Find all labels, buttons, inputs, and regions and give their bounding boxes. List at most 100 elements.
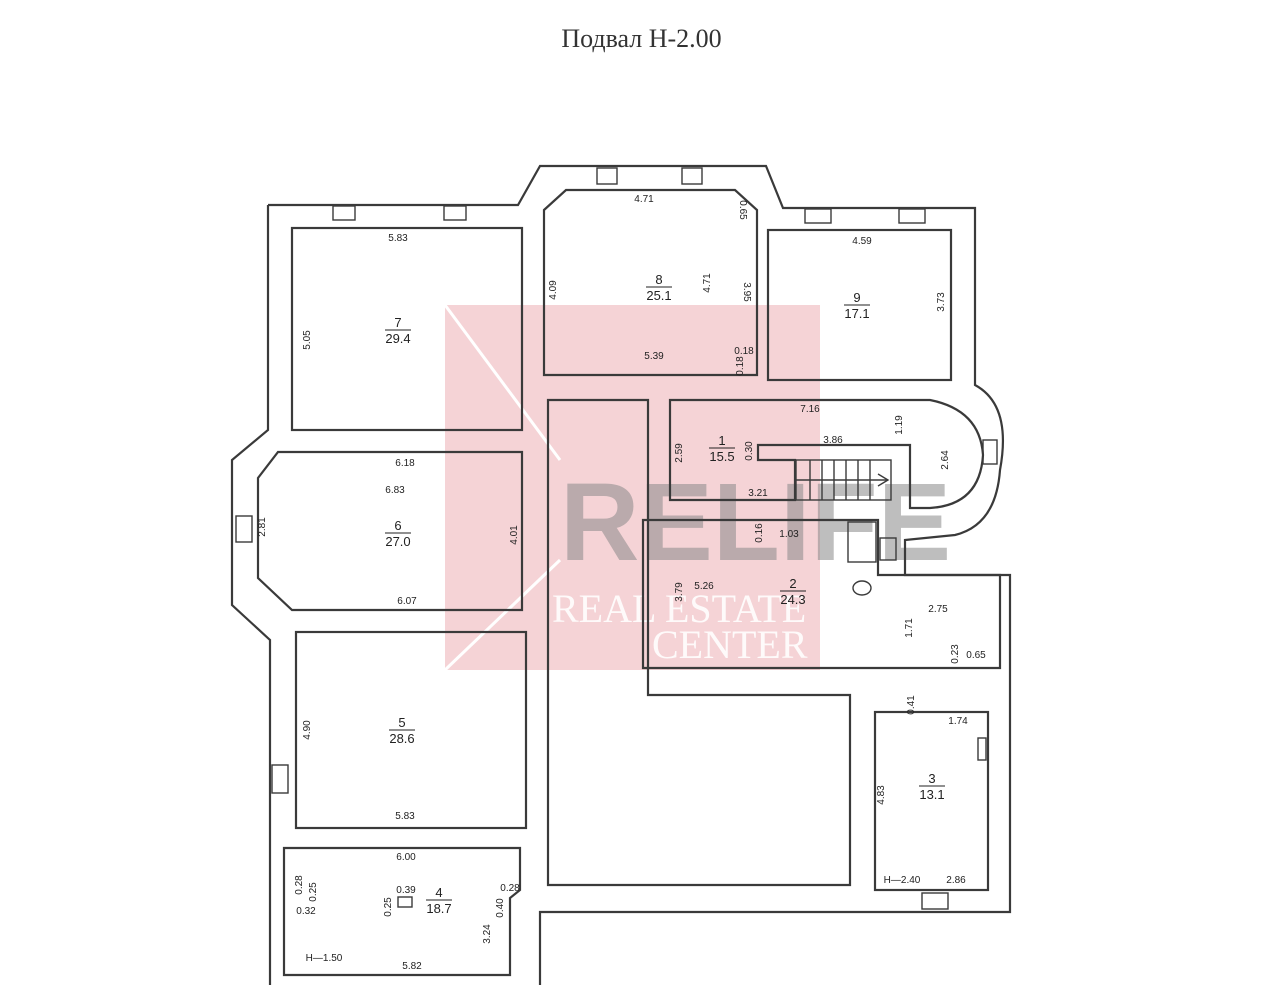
dim-label: 1.71: [904, 618, 915, 638]
dim-label: 5.05: [302, 330, 313, 350]
dim-label: 0.23: [950, 644, 961, 664]
dim-label: 3.21: [748, 488, 768, 499]
outer-wall-left: [230, 205, 272, 985]
dim-label: 5.26: [694, 581, 714, 592]
outer-wall-path: [268, 164, 1012, 985]
dim-label: 2.59: [674, 443, 685, 463]
dim-label: 0.18: [734, 346, 754, 357]
room-2-area: 24.3: [780, 592, 805, 607]
room-3-area: 13.1: [919, 787, 944, 802]
dim-label: 0.25: [308, 882, 319, 902]
dim-label: 6.18: [395, 458, 415, 469]
dim-label: 2.75: [928, 604, 948, 615]
room-7-area: 29.4: [385, 331, 410, 346]
room-8-area: 25.1: [646, 288, 671, 303]
dim-label: 5.39: [644, 351, 664, 362]
room-labels: 7 29.4 8 25.1 9 17.1 6 27.0 1 15.5 2 24.…: [385, 272, 945, 916]
room-6-outline: [256, 450, 524, 612]
dim-label: 4.01: [509, 525, 520, 545]
room-4-number: 4: [435, 885, 442, 900]
dim-label: 0.28: [294, 875, 305, 895]
dimension-labels: 5.83 5.05 4.71 0.65 4.09 4.71 3.95 5.39 …: [257, 194, 986, 972]
window: [271, 764, 289, 794]
toilet-fixture: [852, 580, 872, 596]
watermark-line1: REAL ESTATE: [552, 586, 806, 631]
dim-label: 0.41: [906, 695, 917, 715]
dim-label: 4.09: [548, 280, 559, 300]
room-4-area: 18.7: [426, 901, 451, 916]
window: [982, 439, 998, 465]
dim-label: 6.83: [385, 485, 405, 496]
dim-label: 0.30: [744, 441, 755, 461]
window: [235, 515, 253, 543]
room-5-number: 5: [398, 715, 405, 730]
dim-label: 1.03: [779, 529, 799, 540]
watermark-brand: RELIFE: [560, 461, 951, 584]
room-4-level: Н—1.50: [306, 953, 343, 964]
plan-title: Подвал Н-2.00: [561, 24, 722, 53]
room-3-fixture: [977, 737, 987, 761]
dim-label: 0.65: [966, 650, 986, 661]
room-1-outline: [668, 398, 985, 510]
window: [879, 537, 897, 561]
dim-label: 4.90: [302, 720, 313, 740]
dim-label: 2.81: [257, 517, 268, 537]
window: [921, 892, 949, 910]
dim-label: 0.39: [396, 885, 416, 896]
dim-label: 4.71: [634, 194, 654, 205]
room-1-number: 1: [718, 433, 725, 448]
watermark-line: [443, 558, 562, 672]
dim-label: 6.00: [396, 852, 416, 863]
room-9-number: 9: [853, 290, 860, 305]
dim-label: 3.95: [741, 282, 752, 302]
dim-label: 6.07: [397, 596, 417, 607]
room-7-number: 7: [394, 315, 401, 330]
dim-label: 7.16: [800, 404, 820, 415]
watermark-line2: CENTER: [652, 622, 808, 667]
dim-label: 3.86: [823, 435, 843, 446]
window: [804, 208, 832, 224]
dim-label: 0.40: [495, 898, 506, 918]
hall-outline: [546, 398, 852, 887]
stair-arrow-head: [877, 473, 890, 487]
dim-label: 2.64: [940, 450, 951, 470]
dim-label: 4.59: [852, 236, 872, 247]
dim-label: 4.83: [876, 785, 887, 805]
room-4-outline: [282, 846, 522, 977]
dim-label: 4.71: [702, 273, 713, 293]
dim-label: 2.86: [946, 875, 966, 886]
room-3-level: Н—2.40: [884, 875, 921, 886]
window: [898, 208, 926, 224]
dim-label: 0.32: [296, 906, 316, 917]
window: [681, 167, 703, 185]
dim-label: 3.24: [482, 924, 493, 944]
dim-label: 5.83: [388, 233, 408, 244]
watermark-line: [443, 304, 562, 461]
dim-label: 5.82: [402, 961, 422, 972]
room-9-outline: [766, 228, 953, 382]
dim-label: 0.65: [737, 200, 748, 220]
windows: [235, 167, 998, 910]
room-7-outline: [290, 226, 524, 432]
window: [596, 167, 618, 185]
dim-label: 1.74: [948, 716, 968, 727]
room-6-number: 6: [394, 518, 401, 533]
room-2-outline: [641, 518, 1002, 670]
dim-label: 0.18: [735, 356, 746, 376]
room-6-area: 27.0: [385, 534, 410, 549]
outer-walls: [230, 164, 1012, 985]
room-3-outline: [873, 710, 990, 892]
room-1-area: 15.5: [709, 449, 734, 464]
staircase: [795, 459, 892, 501]
room-8-outline: [542, 188, 759, 377]
room-5-area: 28.6: [389, 731, 414, 746]
dim-label: 0.28: [500, 883, 520, 894]
room-8-number: 8: [655, 272, 662, 287]
room-3-number: 3: [928, 771, 935, 786]
room-5-outline: [294, 630, 528, 830]
dim-label: 0.25: [383, 897, 394, 917]
window: [332, 205, 356, 221]
room-2-number: 2: [789, 576, 796, 591]
